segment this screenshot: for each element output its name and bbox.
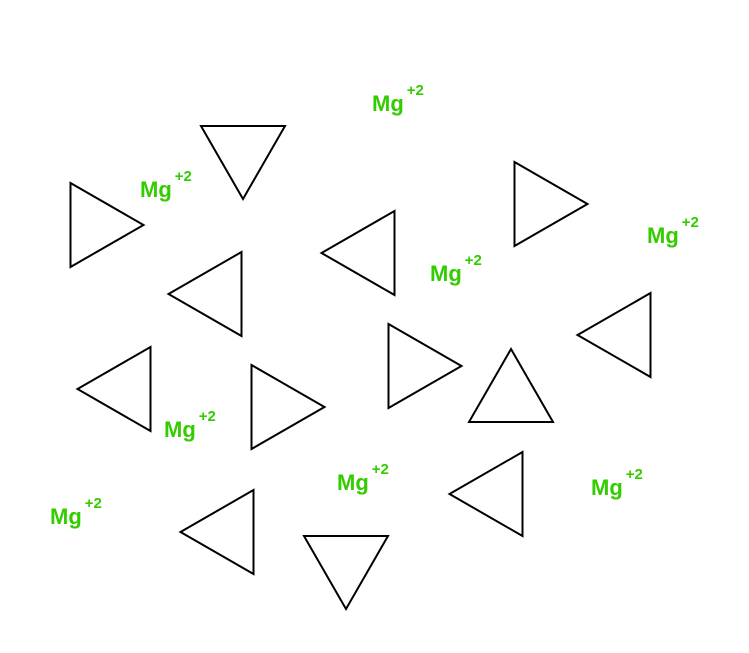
triangle-shape-left [178,488,255,576]
ion-charge: +2 [84,495,102,512]
triangle-shape-right [69,181,146,269]
ion-charge: +2 [406,82,424,99]
ion-charge: +2 [464,252,482,269]
mg-ion-label: Mg+2 [140,169,192,202]
ion-charge: +2 [681,214,699,231]
triangle-shape-left [319,209,396,297]
ion-charge: +2 [625,466,643,483]
mg-ion-label: Mg+2 [430,253,482,286]
mg-ion-label: Mg+2 [591,467,643,500]
triangle-shape-right [387,322,464,410]
ion-charge: +2 [174,168,192,185]
ion-symbol: Mg [591,475,623,500]
ion-symbol: Mg [372,91,404,116]
triangle-shape-left [166,250,243,338]
ion-charge: +2 [198,408,216,425]
mg-ion-label: Mg+2 [164,409,216,442]
triangle-shape-down [199,125,287,202]
ion-symbol: Mg [647,223,679,248]
mg-ion-label: Mg+2 [372,83,424,116]
ion-symbol: Mg [50,504,82,529]
ion-symbol: Mg [337,470,369,495]
ion-charge: +2 [371,461,389,478]
ion-symbol: Mg [430,261,462,286]
triangle-shape-left [575,291,652,379]
triangle-shape-left [75,345,152,433]
triangle-shape-left [447,450,524,538]
ion-symbol: Mg [140,177,172,202]
triangle-shape-down [302,535,390,612]
mg-ion-label: Mg+2 [50,496,102,529]
mg-ion-label: Mg+2 [337,462,389,495]
ion-symbol: Mg [164,417,196,442]
triangle-shape-right [513,160,590,248]
triangle-shape-right [250,363,327,451]
mg-ion-label: Mg+2 [647,215,699,248]
triangle-shape-up [467,346,555,423]
